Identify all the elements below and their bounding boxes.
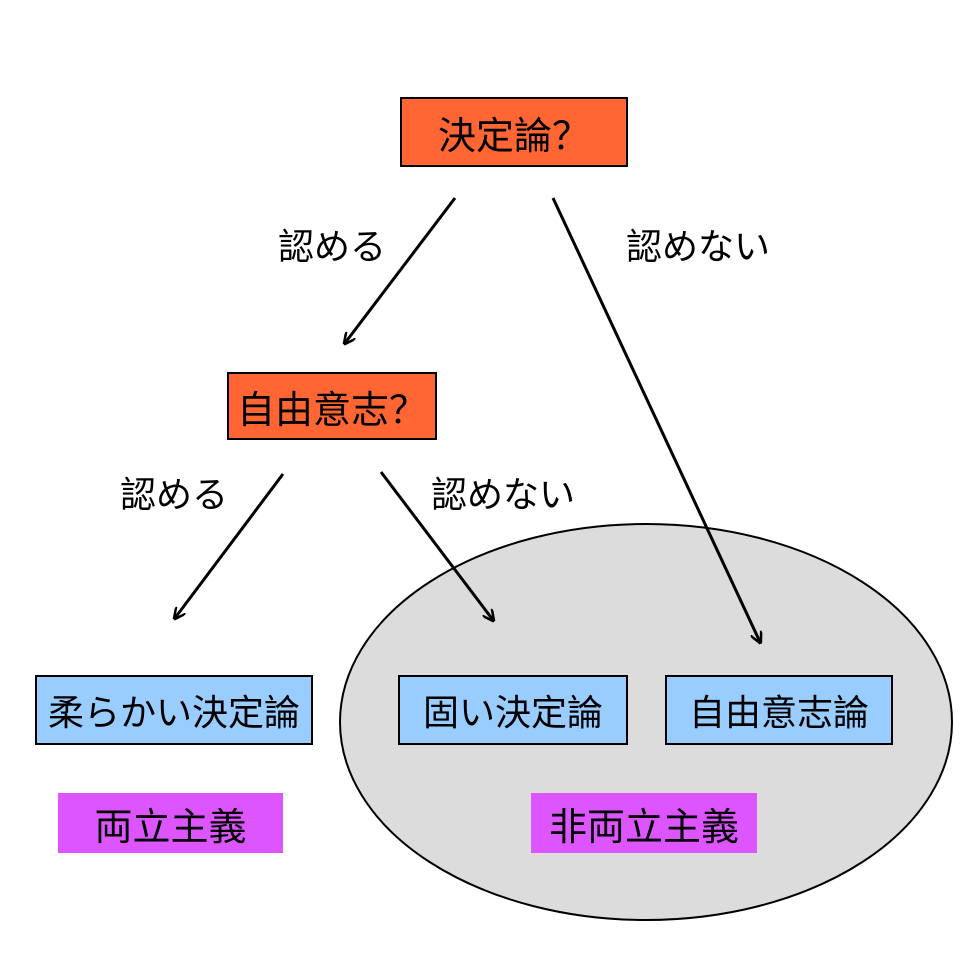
- arrow-free-will-reject: [379, 471, 493, 620]
- hard-determinism-label: 固い決定論: [422, 693, 603, 734]
- free-will-question: 自由意志？: [227, 372, 437, 440]
- determinism-question: 決定論？: [400, 97, 628, 167]
- arrow-free-will-accept: [175, 473, 285, 618]
- soft-determinism-label: 柔らかい決定論: [47, 693, 300, 734]
- determinism-reject-label: 認めない: [626, 227, 771, 268]
- compatibilism-box: 両立主義: [58, 793, 283, 853]
- libertarianism-box: 自由意志論: [665, 675, 893, 745]
- free-will-question-label: 自由意志？: [236, 387, 427, 432]
- incompatibilism-box: 非両立主義: [531, 793, 757, 853]
- incompatibilism-label: 非両立主義: [548, 804, 739, 849]
- determinism-question-label: 決定論？: [437, 113, 590, 158]
- free-will-accept-label: 認める: [120, 475, 229, 516]
- arrow-determinism-reject: [551, 197, 760, 642]
- compatibilism-label: 両立主義: [94, 804, 247, 849]
- hard-determinism-box: 固い決定論: [398, 675, 628, 745]
- soft-determinism-box: 柔らかい決定論: [35, 675, 313, 745]
- arrow-determinism-accept: [345, 197, 457, 343]
- determinism-accept-label: 認める: [278, 227, 387, 268]
- libertarianism-label: 自由意志論: [688, 693, 869, 734]
- free-will-reject-label: 認めない: [431, 475, 576, 516]
